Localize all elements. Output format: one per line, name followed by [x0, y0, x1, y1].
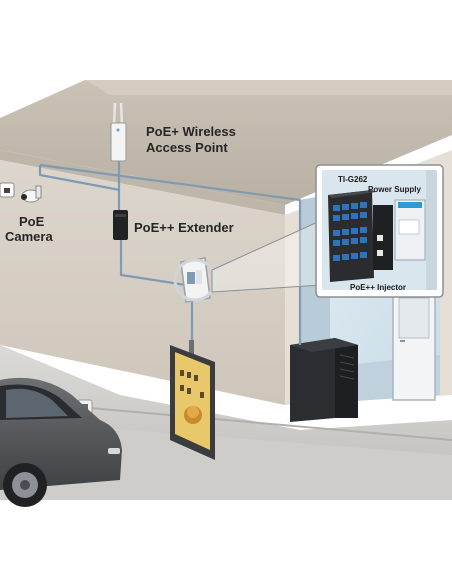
- label-power-supply: Power Supply: [368, 185, 421, 194]
- label-extender: PoE++ Extender: [134, 220, 234, 235]
- label-injector: PoE++ Injector: [350, 283, 406, 292]
- roof-parapet: [85, 80, 452, 95]
- label-switch-model: TI-G262: [338, 175, 368, 184]
- door-handle: [400, 340, 405, 342]
- parked-car: [0, 377, 122, 507]
- server-cabinet-top: [290, 338, 358, 352]
- building-wall: [0, 160, 285, 405]
- zoom-focus-ring: [173, 258, 217, 302]
- ethernet-switch: [328, 190, 376, 282]
- enclosure-wall: [426, 170, 437, 290]
- label-camera-line1: PoE: [19, 214, 45, 229]
- advertising-sign: [170, 340, 215, 460]
- cable-extender-down: [119, 240, 187, 287]
- poe-extender: [113, 210, 128, 240]
- power-supply: [394, 199, 426, 261]
- server-cabinet-side: [290, 338, 335, 422]
- wireless-access-point: [110, 102, 127, 162]
- cable-main: [39, 163, 302, 345]
- poe-injector: [373, 205, 393, 270]
- server-cabinet-vents: [339, 354, 355, 380]
- label-access-point-line2: Access Point: [146, 140, 228, 155]
- server-cabinet-front: [335, 338, 358, 418]
- roof-ledge: [0, 150, 285, 215]
- cable-camera: [38, 165, 121, 192]
- label-camera-line2: Camera: [5, 229, 53, 244]
- label-access-point-line1: PoE+ Wireless: [146, 124, 236, 139]
- door-panel: [398, 297, 430, 339]
- poe-camera: [0, 182, 42, 203]
